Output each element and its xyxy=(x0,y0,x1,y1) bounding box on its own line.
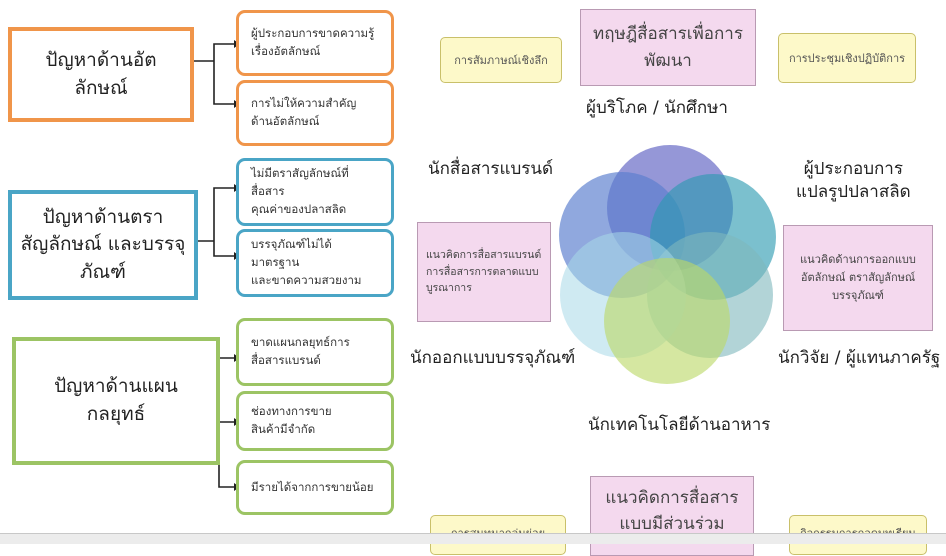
stakeholder-entrepreneurs: ผู้ประกอบการ แปลรูปปลาสลิด xyxy=(796,159,911,202)
stakeholder-food-technologist: นักเทคโนโลยีด้านอาหาร xyxy=(588,415,771,435)
strategy-problem-box: ปัญหาด้านแผน กลยุทธ์ xyxy=(12,337,220,465)
stakeholder-brand-communicator: นักสื่อสารแบรนด์ xyxy=(428,159,554,179)
branding-problem-item-2: บรรจุภัณฑ์ไม่ได้มาตรฐาน และขาดความสวยงาม xyxy=(236,229,394,297)
identity-problem-item-1: ผู้ประกอบการขาดความรู้ เรื่องอัตลักษณ์ xyxy=(236,10,394,76)
branding-problem-box: ปัญหาด้านตรา สัญลักษณ์ และบรรจุ ภัณฑ์ xyxy=(8,190,198,300)
venn-circle-food-tech xyxy=(604,258,730,384)
strategy-problem-item-1: ขาดแผนกลยุทธ์การ สื่อสารแบรนด์ xyxy=(236,318,394,386)
stakeholder-researchers: นักวิจัย / ผู้แทนภาครัฐ xyxy=(778,348,941,368)
identity-problem-item-2: การไม่ให้ความสำคัญ ด้านอัตลักษณ์ xyxy=(236,80,394,146)
stakeholder-venn-diagram xyxy=(559,145,776,384)
participatory-concept: แนวคิดการสื่อสาร แบบมีส่วนร่วม xyxy=(590,476,754,556)
strategy-problem-item-2: ช่องทางการขาย สินค้ามีจำกัด xyxy=(236,391,394,451)
brand-communication-concept: แนวคิดการสื่อสารแบรนด์ การสื่อสารการตลาด… xyxy=(417,222,551,322)
theory-box: ทฤษฎีสื่อสารเพื่อการ พัฒนา xyxy=(580,9,756,86)
stakeholder-consumers: ผู้บริโภค / นักศึกษา xyxy=(586,98,728,118)
bottom-scroll-edge xyxy=(0,533,946,544)
design-concept: แนวคิดด้านการออกแบบ อัตลักษณ์ ตราสัญลักษ… xyxy=(783,225,933,331)
stakeholder-packaging-designer: นักออกแบบบรรจุภัณฑ์ xyxy=(410,348,576,368)
in-depth-interview-note: การสัมภาษณ์เชิงลึก xyxy=(440,37,562,83)
identity-problem-box: ปัญหาด้านอัตลักษณ์ xyxy=(8,27,194,122)
branding-problem-item-1: ไม่มีตราสัญลักษณ์ที่สื่อสาร คุณค่าของปลา… xyxy=(236,158,394,226)
strategy-problem-item-3: มีรายได้จากการขายน้อย xyxy=(236,460,394,515)
workshop-note: การประชุมเชิงปฏิบัติการ xyxy=(778,33,916,83)
